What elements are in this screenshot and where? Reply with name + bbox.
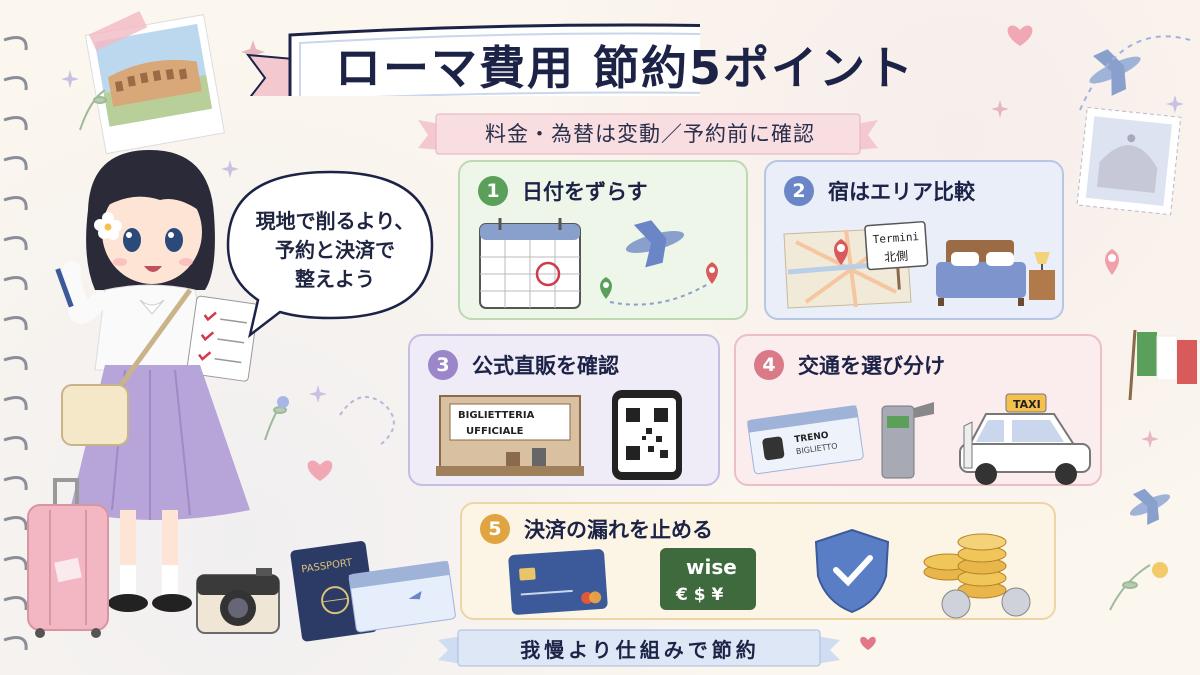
card-1-illustration <box>479 218 718 309</box>
card-3-illustration: BIGLIETTERIA UFFICIALE <box>436 390 682 480</box>
termini-label: Termini <box>872 230 919 246</box>
plane-ticket-icon <box>348 561 456 633</box>
speech-text: 現地で削るより、 予約と決済で 整えよう <box>250 195 420 305</box>
lamp-icon <box>1029 252 1055 300</box>
termini-sign: Termini 北側 <box>864 221 929 290</box>
card-official-sales: 3 公式直販を確認 BIGLIETTERIA UFFICIALE <box>408 334 720 486</box>
map-pin-icon <box>706 262 718 284</box>
heart-icon <box>307 460 333 481</box>
speech-line-3: 整えよう <box>295 266 375 291</box>
speech-line-2: 予約と決済で <box>275 237 395 262</box>
card-4-illustration: TRENO BIGLIETTO TAXI <box>747 393 1091 485</box>
footer-slogan: 我慢より仕組みで節約 <box>520 637 760 662</box>
taxi-label: TAXI <box>1013 398 1041 411</box>
suitcase-icon <box>27 478 109 638</box>
ufficiale-label: UFFICIALE <box>466 426 524 437</box>
card-title: 宿はエリア比較 <box>828 180 975 204</box>
calendar-icon <box>479 218 581 309</box>
north-side-label: 北側 <box>884 249 909 265</box>
biglietteria-label: BIGLIETTERIA <box>458 410 535 421</box>
card-stop-payment-leaks: 5 決済の漏れを止める wise € $ ¥ <box>460 502 1056 620</box>
treno-label: TRENO <box>794 431 830 446</box>
card-shift-dates: 1 日付をずらす <box>458 160 748 320</box>
taxi-icon: TAXI <box>959 393 1091 485</box>
map-pin-icon <box>600 277 612 299</box>
italy-flag <box>1128 329 1197 401</box>
card-number: 3 <box>428 350 458 380</box>
ticket-office-icon: BIGLIETTERIA UFFICIALE <box>436 395 584 476</box>
train-ticket-icon: TRENO BIGLIETTO <box>747 405 864 475</box>
card-compare-areas: 2 宿はエリア比較 Termini 北側 <box>764 160 1064 320</box>
coins-icon <box>923 533 1031 619</box>
card-number: 1 <box>478 176 508 206</box>
card-number: 4 <box>754 350 784 380</box>
card-title: 公式直販を確認 <box>472 354 619 378</box>
shield-check-icon <box>814 528 890 614</box>
title-ribbon <box>245 23 700 96</box>
ticket-gate-icon <box>881 402 934 479</box>
flower-icon <box>94 212 122 240</box>
bed-icon <box>936 240 1026 306</box>
card-5-illustration: wise € $ ¥ <box>508 528 1031 619</box>
card-title: 日付をずらす <box>522 180 648 204</box>
wise-label: wise <box>686 555 737 579</box>
colosseum-photo <box>84 14 226 155</box>
airplane-icon <box>625 220 685 268</box>
dome-stamp <box>1076 106 1182 216</box>
phone-qr-icon <box>612 390 682 480</box>
wise-card-icon: wise € $ ¥ <box>660 548 756 610</box>
girl-character <box>27 150 259 638</box>
card-title: 決済の漏れを止める <box>524 518 713 542</box>
camera-icon <box>196 568 280 634</box>
card-2-illustration: Termini 北側 <box>783 221 1055 309</box>
card-title: 交通を選び分け <box>798 354 945 378</box>
heart-icon <box>1007 25 1033 46</box>
airplane-icon <box>1089 49 1141 96</box>
speech-line-1: 現地で削るより、 <box>255 208 415 233</box>
checklist-notepad <box>186 295 259 382</box>
heart-icon <box>860 636 876 650</box>
credit-card-icon <box>508 549 608 615</box>
spiral-binding <box>3 36 28 651</box>
airplane-icon <box>1129 488 1171 526</box>
map-pin-icon <box>1105 249 1119 275</box>
card-number: 2 <box>784 176 814 206</box>
page-title: ローマ費用 節約5ポイント <box>334 41 916 95</box>
subtitle: 料金・為替は変動／予約前に確認 <box>485 122 815 146</box>
currency-label: € $ ¥ <box>675 585 723 605</box>
card-number: 5 <box>480 514 510 544</box>
card-transport-choice: 4 交通を選び分け TRENO BIGLIETTO <box>734 334 1102 486</box>
